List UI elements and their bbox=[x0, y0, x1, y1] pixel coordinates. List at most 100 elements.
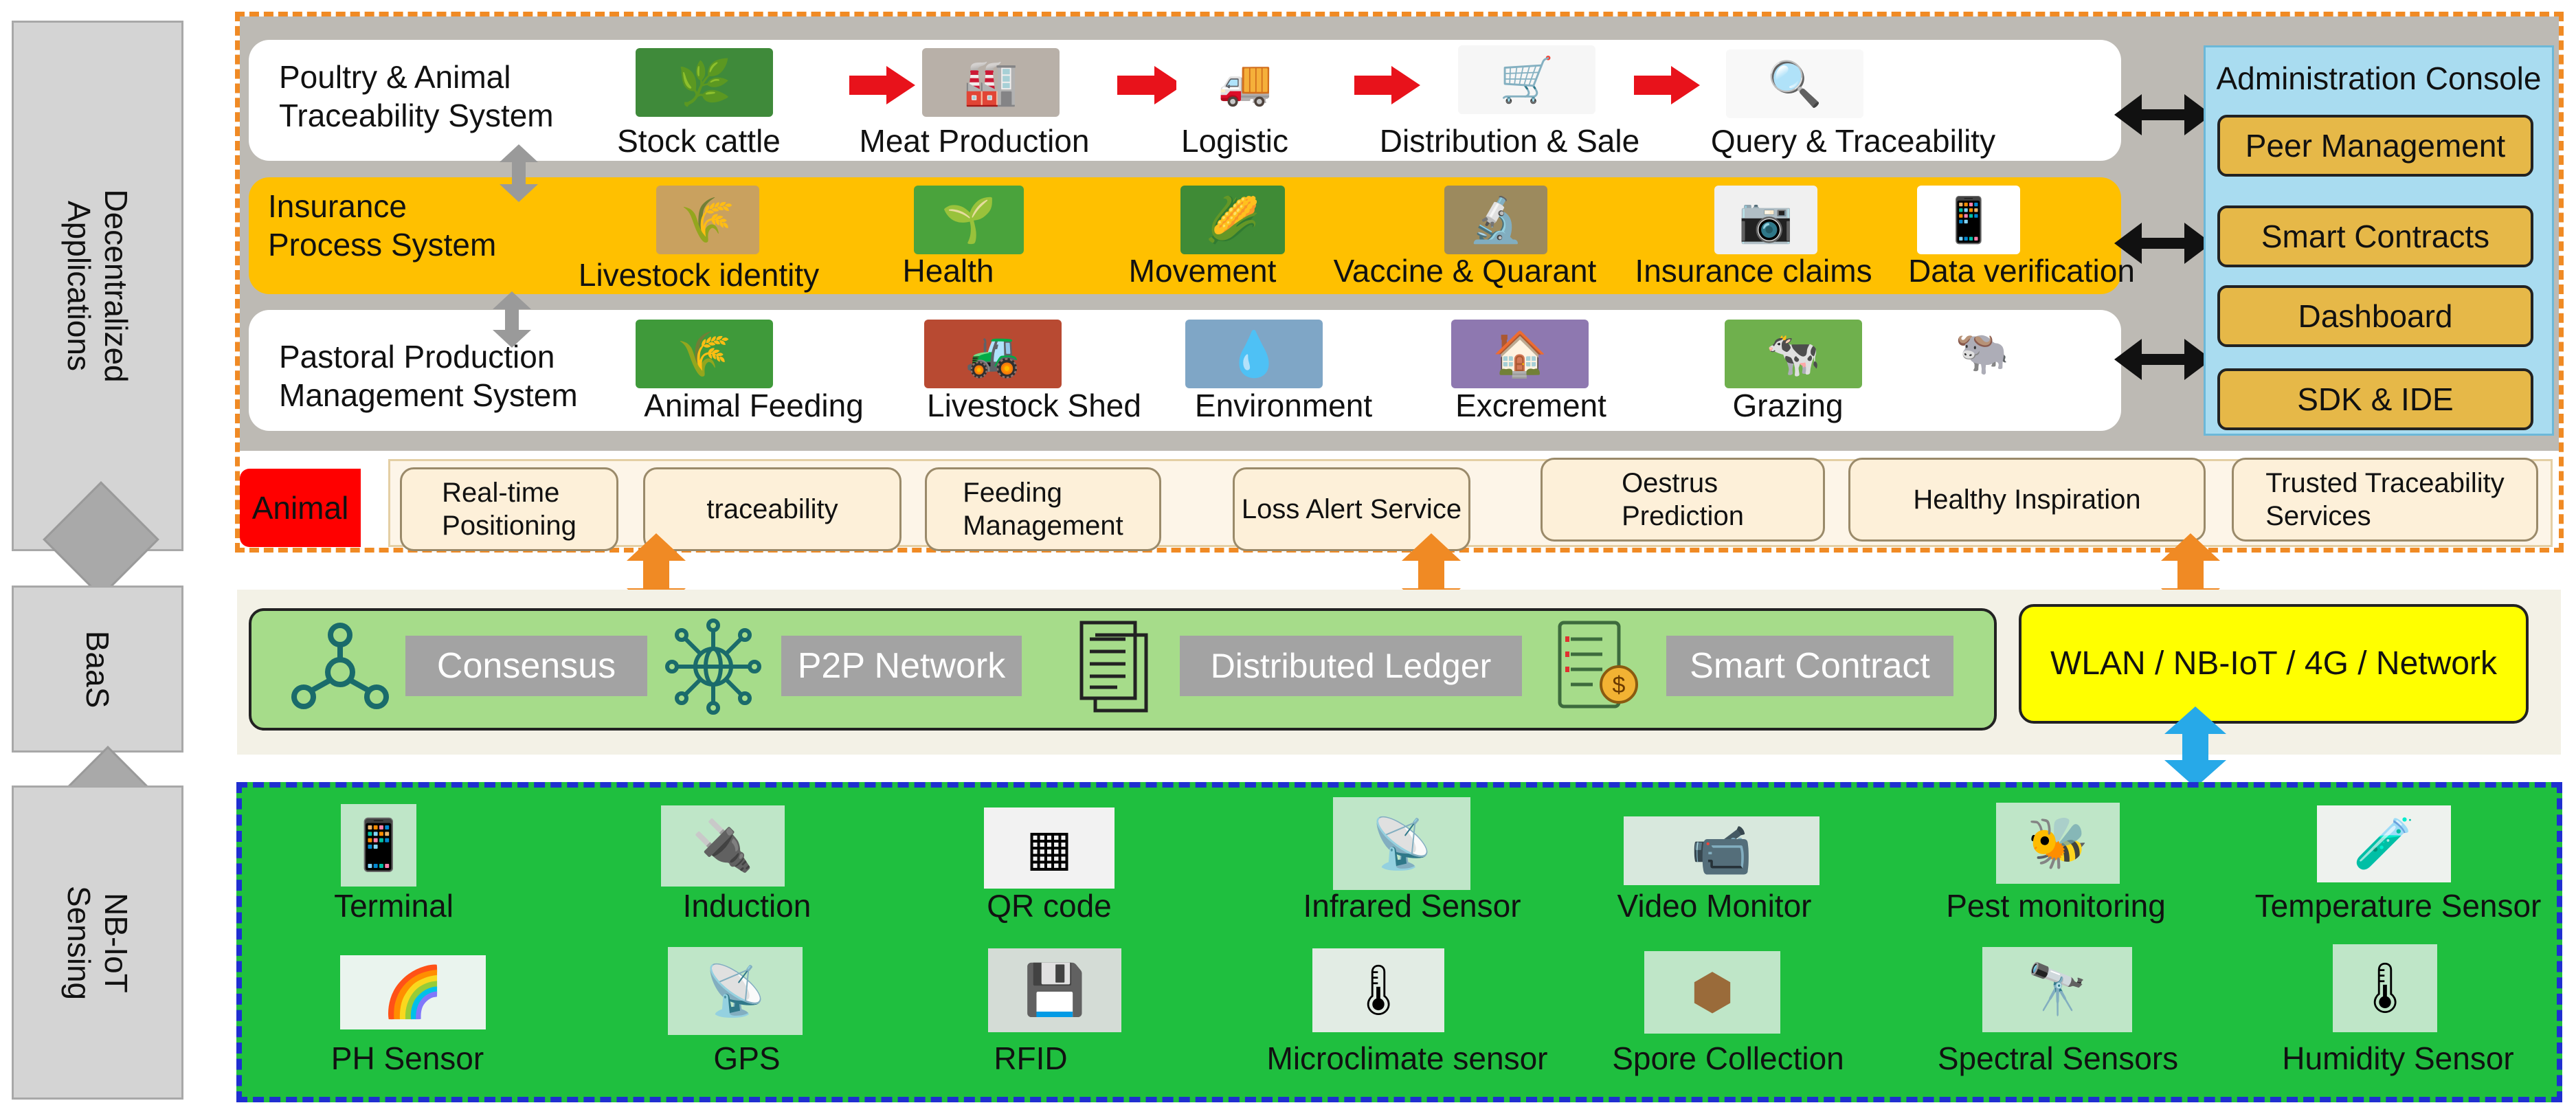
step-label: Health bbox=[902, 253, 994, 289]
qr-code-icon: ▦ bbox=[1025, 821, 1073, 876]
step-label: Logistic bbox=[1181, 123, 1288, 159]
sensor-label: Terminal bbox=[334, 888, 453, 924]
step-label: Distribution & Sale bbox=[1379, 123, 1640, 159]
network-link-arrow bbox=[2164, 706, 2226, 788]
animal-tag: Animal bbox=[240, 469, 361, 547]
sensor-label: RFID bbox=[994, 1040, 1068, 1076]
layer-baas-text: BaaS bbox=[80, 630, 115, 708]
service-oestrus-prediction: Oestrus Prediction bbox=[1541, 458, 1825, 542]
service-trusted-traceability: Trusted Traceability Services bbox=[2232, 458, 2538, 542]
consensus-label: Consensus bbox=[405, 636, 647, 696]
console-link-arrow bbox=[2114, 223, 2212, 264]
smartphone-icon: 📱 bbox=[348, 818, 410, 873]
sensor-label: Video Monitor bbox=[1617, 888, 1812, 924]
console-title: Administration Console bbox=[2216, 60, 2542, 96]
step-livestock-shed: 🚜 bbox=[924, 320, 1062, 388]
step-movement: 🌽 bbox=[1180, 186, 1285, 254]
step-insurance-claims: 📷 bbox=[1714, 186, 1817, 254]
cctv-camera-icon: 📹 bbox=[1690, 823, 1753, 878]
spore-hexagon-icon: ⬢ bbox=[1690, 965, 1734, 1020]
service-label: Loss Alert Service bbox=[1241, 494, 1462, 524]
row-title: Poultry & Animal Traceability System bbox=[279, 59, 554, 133]
spectrometer-icon: 🔭 bbox=[2026, 962, 2088, 1017]
grain-icon: 🌾 bbox=[680, 195, 735, 245]
step-animal-feeding: 🌾 bbox=[636, 320, 773, 388]
service-feeding-management: Feeding Management bbox=[925, 467, 1161, 551]
infrared-sensor-icon: 📡 bbox=[1371, 816, 1433, 871]
flow-arrow bbox=[1354, 66, 1420, 104]
sensor-label: Induction bbox=[682, 888, 811, 924]
step-yak: 🐃 bbox=[1938, 318, 2027, 386]
step-environment: 💧 bbox=[1185, 320, 1323, 388]
step-livestock-identity: 🌾 bbox=[656, 186, 759, 254]
greenhouse-icon: 🏠 bbox=[1492, 329, 1547, 379]
thermometer-icon: 🌡 bbox=[2353, 961, 2417, 1016]
distributed-ledger-label: Distributed Ledger bbox=[1180, 636, 1522, 696]
flow-arrow bbox=[849, 66, 915, 104]
row-title: Pastoral Production Management System bbox=[279, 339, 578, 413]
step-grazing: 🐄 bbox=[1725, 320, 1862, 388]
step-label: Stock cattle bbox=[617, 123, 781, 159]
step-label: Query & Traceability bbox=[1710, 123, 1996, 159]
svg-text:$: $ bbox=[1613, 672, 1626, 698]
layer-sensing-text: NB-IoT Sensing bbox=[61, 885, 134, 1000]
ph-scale-icon: 🌈 bbox=[382, 965, 444, 1020]
crop-field-icon: 🌾 bbox=[677, 329, 732, 379]
layer-label-baas: BaaS bbox=[12, 586, 183, 753]
sensor-label: GPS bbox=[713, 1040, 781, 1076]
microscope-sample-icon: 🔬 bbox=[1468, 195, 1523, 245]
p2p-network-icon bbox=[665, 619, 761, 715]
row-link-arrow bbox=[500, 144, 538, 202]
network-box: WLAN / NB-IoT / 4G / Network bbox=[2019, 604, 2529, 724]
service-label: Feeding Management bbox=[963, 478, 1123, 541]
step-stock-cattle: 🌿 bbox=[636, 48, 773, 117]
step-query-traceability: 🔍 bbox=[1726, 49, 1863, 118]
rfid-chip-icon: 💾 bbox=[1024, 963, 1086, 1018]
step-label: Vaccine & Quarant bbox=[1333, 253, 1597, 289]
corn-field-icon: 🌽 bbox=[1205, 195, 1260, 245]
service-label: Oestrus Prediction bbox=[1622, 468, 1744, 531]
step-label: Animal Feeding bbox=[644, 388, 864, 423]
step-label: Livestock identity bbox=[578, 257, 820, 293]
step-distribution-sale: 🛒 bbox=[1458, 45, 1595, 114]
layer-label-applications: Decentralized Applications bbox=[12, 21, 183, 551]
satellite-dish-icon: 📡 bbox=[704, 963, 766, 1018]
peer-management-button[interactable]: Peer Management bbox=[2217, 115, 2533, 177]
smart-contracts-button[interactable]: Smart Contracts bbox=[2217, 205, 2533, 267]
step-meat-production: 🏭 bbox=[922, 48, 1060, 117]
sensor-label: PH Sensor bbox=[331, 1040, 484, 1076]
step-health: 🌱 bbox=[914, 186, 1024, 254]
tractor-icon: 🚜 bbox=[965, 329, 1020, 379]
dashboard-button[interactable]: Dashboard bbox=[2217, 285, 2533, 347]
flow-arrow bbox=[1634, 66, 1700, 104]
step-logistic: 🚚 bbox=[1176, 48, 1314, 117]
sensor-label: Infrared Sensor bbox=[1303, 888, 1521, 924]
sensor-label: Temperature Sensor bbox=[2254, 888, 2542, 924]
service-real-time-positioning: Real-time Positioning bbox=[400, 467, 618, 551]
sensor-label: Pest monitoring bbox=[1946, 888, 2166, 924]
camera-dome-icon: 📷 bbox=[1738, 195, 1793, 245]
step-label: Insurance claims bbox=[1635, 253, 1872, 289]
truck-icon: 🚚 bbox=[1218, 58, 1273, 107]
service-label: Trusted Traceability Services bbox=[2265, 468, 2505, 531]
step-data-verification: 📱 bbox=[1917, 186, 2020, 254]
grass-field-icon: 🌿 bbox=[677, 58, 732, 107]
bee-icon: 🐝 bbox=[2027, 816, 2089, 871]
irrigation-icon: 💧 bbox=[1227, 329, 1281, 379]
smart-contract-icon: $ bbox=[1558, 621, 1638, 709]
console-link-arrow bbox=[2114, 339, 2212, 380]
step-label: Environment bbox=[1194, 388, 1373, 423]
field-rows-icon: 🌱 bbox=[941, 195, 996, 245]
sensor-label: Humidity Sensor bbox=[2282, 1040, 2514, 1076]
step-label: Movement bbox=[1128, 253, 1277, 289]
smart-contract-label: Smart Contract bbox=[1666, 636, 1953, 696]
sdk-ide-button[interactable]: SDK & IDE bbox=[2217, 368, 2533, 430]
sensor-label: Spore Collection bbox=[1612, 1040, 1844, 1076]
sensor-label: Spectral Sensors bbox=[1937, 1040, 2179, 1076]
sensor-label: Microclimate sensor bbox=[1266, 1040, 1548, 1076]
console-link-arrow bbox=[2114, 94, 2212, 135]
service-traceability: traceability bbox=[643, 467, 901, 551]
step-label: Grazing bbox=[1732, 388, 1844, 423]
flask-icon: 🧪 bbox=[2353, 816, 2415, 871]
layer-label-sensing: NB-IoT Sensing bbox=[12, 786, 183, 1100]
